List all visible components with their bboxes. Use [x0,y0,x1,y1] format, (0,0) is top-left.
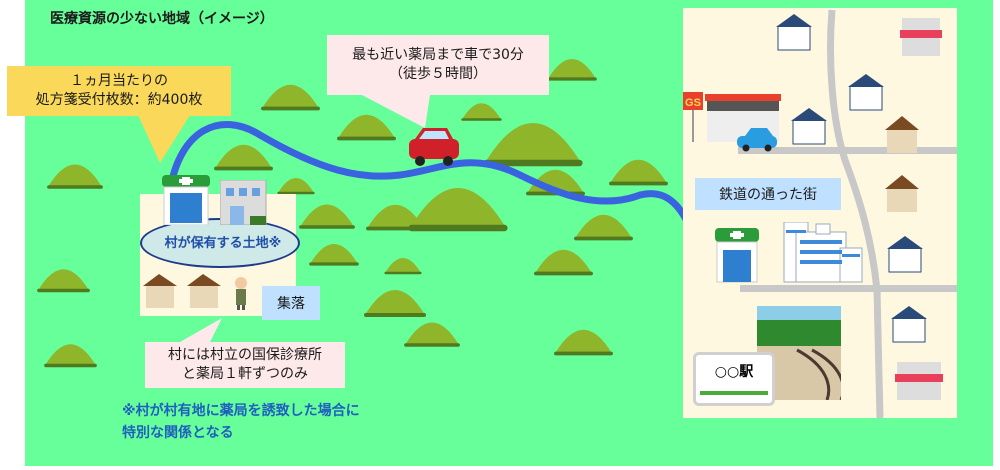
svg-text:GS: GS [685,97,701,109]
station-sign-stripe [700,391,768,395]
footnote-line: 特別な関係となる [122,425,234,441]
house-icons [143,274,221,308]
pharmacy-building-icon [162,175,210,225]
prescription-count-callout: １ヵ月当たりの 処方箋受付枚数：約400枚 [7,66,231,116]
footnote-line: ※村が村有地に薬局を誘致した場合に [122,403,360,419]
red-car-icon [409,128,459,166]
village-land-label: 村が保有する土地※ [164,236,282,251]
clinic-building-icon [220,180,267,225]
town-pharmacy-icon [715,228,759,283]
elderly-person-icon [235,277,247,310]
railway-town-label: 鉄道の通った街 [695,178,841,210]
callout-line: 処方箋受付枚数：約400枚 [35,92,203,108]
village-facilities-callout: 村には村立の国保診療所 と薬局１軒ずつのみ [145,342,345,388]
hospital-icon [783,222,863,283]
callout-line: 最も近い薬局まで車で30分 [352,47,524,63]
callout-line: （徒歩５時間） [389,66,487,82]
station-sign: ○○駅 [693,352,775,406]
callout-line: １ヵ月当たりの [70,73,168,89]
shop-icon [895,18,943,400]
footnote: ※村が村有地に薬局を誘致した場合に 特別な関係となる [122,400,360,444]
nearest-pharmacy-callout: 最も近い薬局まで車で30分 （徒歩５時間） [327,35,549,95]
blue-car-icon [737,128,777,152]
diagram-title: 医療資源の少ない地域（イメージ） [50,11,274,27]
callout-line: 村には村立の国保診療所 [168,347,322,363]
settlement-label: 集落 [262,286,320,320]
callout-line: と薬局１軒ずつのみ [182,366,308,382]
station-name: ○○駅 [714,364,754,380]
